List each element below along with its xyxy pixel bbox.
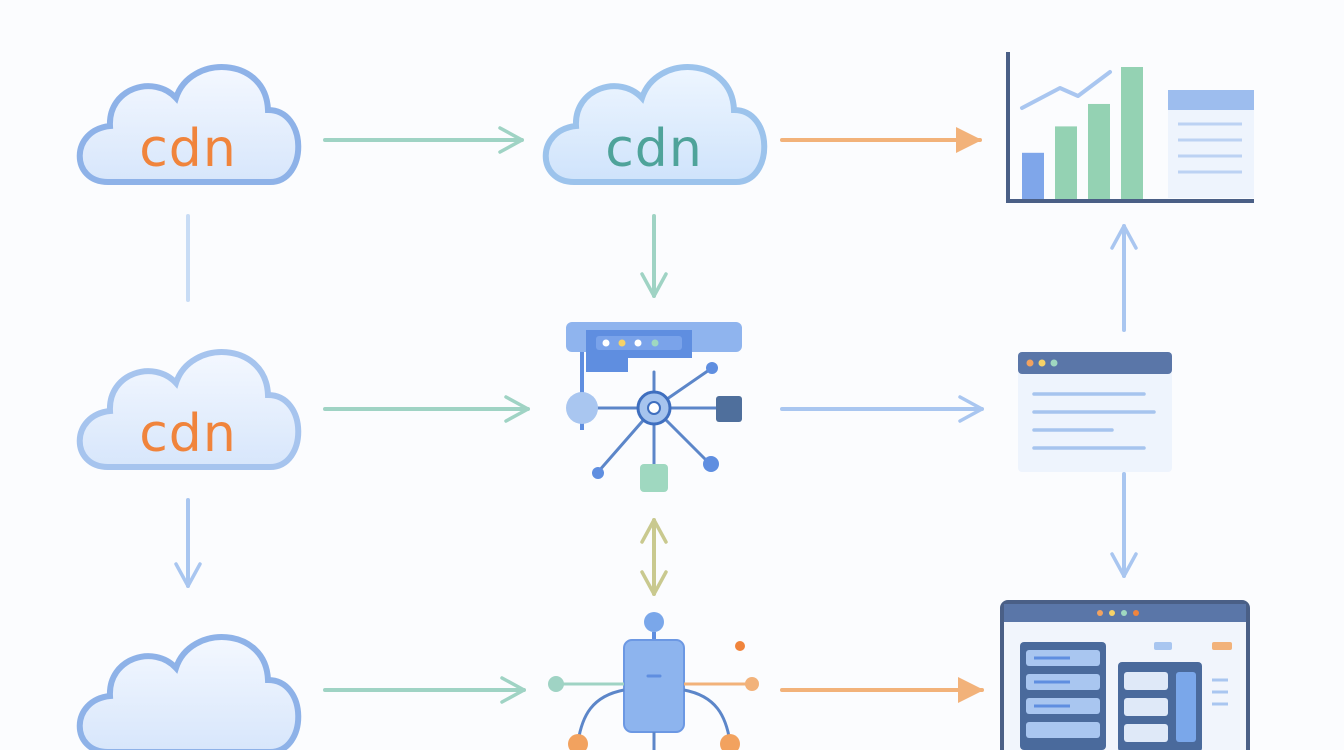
chart-bar-4	[1121, 67, 1143, 199]
chart-bars	[1022, 67, 1143, 199]
cloud-c-label: cdn	[139, 404, 237, 464]
browser-window-icon	[1018, 352, 1172, 472]
network-hub-icon	[566, 322, 742, 492]
cloud-a-label: cdn	[139, 119, 237, 179]
chart-bar-3	[1088, 103, 1110, 199]
chart-trend-line	[1020, 70, 1112, 110]
server-rack-window-icon	[1000, 600, 1250, 750]
cloud-icon-mid-left: cdn	[80, 352, 299, 467]
cloud-icon-bottom-left	[80, 637, 299, 750]
chart-bar-2	[1055, 126, 1077, 199]
dashboard-chart-icon	[1006, 52, 1254, 203]
service-node-icon	[548, 612, 759, 750]
cloud-icon-top-middle: cdn	[546, 67, 765, 182]
cloud-b-label: cdn	[605, 119, 703, 179]
chart-bar-1	[1022, 152, 1044, 199]
cloud-icon-top-left: cdn	[80, 67, 299, 182]
